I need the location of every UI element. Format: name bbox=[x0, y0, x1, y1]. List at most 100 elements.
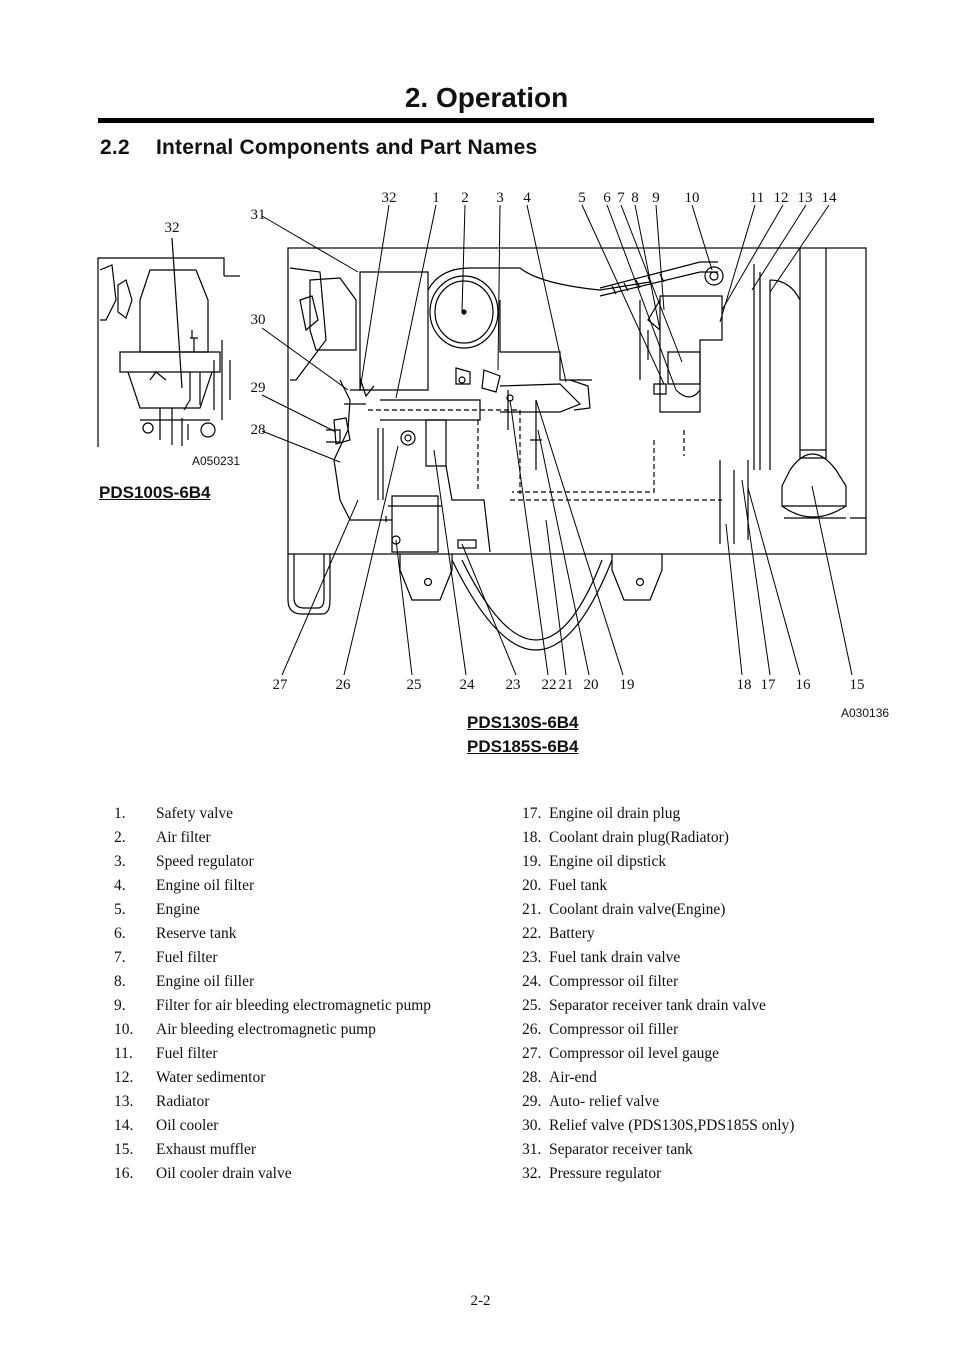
part-name: Air filter bbox=[156, 829, 211, 846]
part-name: Oil cooler bbox=[156, 1117, 219, 1134]
part-number: 5. bbox=[114, 901, 126, 918]
part-name: Compressor oil level gauge bbox=[549, 1045, 720, 1062]
part-list-item: 12.Water sedimentor bbox=[114, 1066, 431, 1090]
part-name: Water sedimentor bbox=[156, 1069, 266, 1086]
part-list-item: 25.Separator receiver tank drain valve bbox=[522, 994, 794, 1018]
callout-top-4: 4 bbox=[523, 190, 531, 206]
part-number: 20. bbox=[522, 877, 542, 894]
part-name: Fuel tank drain valve bbox=[549, 949, 681, 966]
callout-left-31: 31 bbox=[250, 207, 266, 223]
part-name: Battery bbox=[549, 925, 595, 942]
part-name: Compressor oil filler bbox=[549, 1021, 679, 1038]
callout-top-3: 3 bbox=[496, 190, 504, 206]
callout-small-32: 32 bbox=[164, 220, 180, 236]
part-list-item: 15.Exhaust muffler bbox=[114, 1138, 431, 1162]
part-list-item: 18.Coolant drain plug(Radiator) bbox=[522, 826, 794, 850]
part-number: 26. bbox=[522, 1021, 542, 1038]
part-number: 23. bbox=[522, 949, 542, 966]
part-list-item: 20.Fuel tank bbox=[522, 874, 794, 898]
part-list-item: 9.Filter for air bleeding electromagneti… bbox=[114, 994, 431, 1018]
part-list-item: 6.Reserve tank bbox=[114, 922, 431, 946]
part-number: 32. bbox=[522, 1165, 542, 1182]
part-name: Reserve tank bbox=[156, 925, 237, 942]
part-list-item: 21. Coolant drain valve(Engine) bbox=[522, 898, 794, 922]
part-number: 16. bbox=[114, 1165, 134, 1182]
part-list-item: 19. Engine oil dipstick bbox=[522, 850, 794, 874]
part-name: Pressure regulator bbox=[549, 1165, 662, 1182]
part-list-item: 2. Air filter bbox=[114, 826, 431, 850]
callout-top-9: 9 bbox=[652, 190, 660, 206]
part-list-item: 3.Speed regulator bbox=[114, 850, 431, 874]
part-number: 7. bbox=[114, 949, 126, 966]
callout-top-12: 12 bbox=[773, 190, 789, 206]
part-list-item: 4. Engine oil filter bbox=[114, 874, 431, 898]
callout-top-2: 2 bbox=[461, 190, 469, 206]
part-number: 19. bbox=[522, 853, 542, 870]
part-name: Coolant drain valve(Engine) bbox=[549, 901, 726, 918]
page-number: 2-2 bbox=[470, 1293, 491, 1309]
part-number: 15. bbox=[114, 1141, 134, 1158]
part-list-item: 22.Battery bbox=[522, 922, 794, 946]
section-number: 2.2 bbox=[100, 136, 130, 159]
part-number: 2. bbox=[114, 829, 126, 846]
part-name: Coolant drain plug(Radiator) bbox=[549, 829, 729, 846]
part-list-item: 26. Compressor oil filler bbox=[522, 1018, 794, 1042]
part-list-item: 32. Pressure regulator bbox=[522, 1162, 794, 1186]
part-list-item: 23. Fuel tank drain valve bbox=[522, 946, 794, 970]
callout-bottom-19: 19 bbox=[619, 677, 635, 693]
part-name: Engine oil filter bbox=[156, 877, 255, 894]
part-list-item: 30.Relief valve (PDS130S,PDS185S only) bbox=[522, 1114, 794, 1138]
model-label-pds100s: PDS100S-6B4 bbox=[99, 483, 211, 502]
callout-left-30: 30 bbox=[250, 312, 266, 328]
part-number: 14. bbox=[114, 1117, 134, 1134]
part-name: Engine oil dipstick bbox=[549, 853, 667, 870]
part-name: Air-end bbox=[549, 1069, 597, 1086]
callout-bottom-16: 16 bbox=[795, 677, 811, 693]
figure-code-main: A030136 bbox=[841, 706, 890, 720]
part-number: 30. bbox=[522, 1117, 542, 1134]
part-list-item: 14. Oil cooler bbox=[114, 1114, 431, 1138]
parts-list-right: 17. Engine oil drain plug 18.Coolant drain… bbox=[522, 802, 794, 1186]
callout-bottom-17: 17 bbox=[760, 677, 776, 693]
title-rule bbox=[98, 118, 874, 123]
part-name: Engine oil filler bbox=[156, 973, 255, 990]
part-number: 21. bbox=[522, 901, 542, 918]
part-list-item: 29.Auto- relief valve bbox=[522, 1090, 794, 1114]
callout-top-14: 14 bbox=[821, 190, 837, 206]
part-number: 13. bbox=[114, 1093, 134, 1110]
callout-left-29: 29 bbox=[250, 380, 266, 396]
callout-bottom-27: 27 bbox=[272, 677, 288, 693]
part-number: 9. bbox=[114, 997, 126, 1014]
part-name: Oil cooler drain valve bbox=[156, 1165, 292, 1182]
callout-top-6: 6 bbox=[603, 190, 611, 206]
part-name: Air bleeding electromagnetic pump bbox=[156, 1021, 376, 1038]
callout-bottom-22: 22 bbox=[541, 677, 557, 693]
part-list-item: 11.Fuel filter bbox=[114, 1042, 431, 1066]
callout-top-32: 32 bbox=[381, 190, 397, 206]
part-list-item: 24.Compressor oil filter bbox=[522, 970, 794, 994]
callout-bottom-21: 21 bbox=[558, 677, 574, 693]
part-number: 17. bbox=[522, 805, 542, 822]
part-name: Fuel filter bbox=[156, 1045, 218, 1062]
part-list-item: 17. Engine oil drain plug bbox=[522, 802, 794, 826]
part-name: Engine oil drain plug bbox=[549, 805, 681, 822]
callout-top-7: 7 bbox=[617, 190, 625, 206]
leader-lines bbox=[261, 204, 853, 676]
part-list-item: 28.Air-end bbox=[522, 1066, 794, 1090]
callout-bottom-23: 23 bbox=[505, 677, 521, 693]
part-list-item: 1.Safety valve bbox=[114, 802, 431, 826]
part-number: 8. bbox=[114, 973, 126, 990]
part-list-item: 31.Separator receiver tank bbox=[522, 1138, 794, 1162]
part-list-item: 5.Engine bbox=[114, 898, 431, 922]
part-number: 4. bbox=[114, 877, 126, 894]
part-number: 25. bbox=[522, 997, 542, 1014]
inset-diagram-pds100s bbox=[97, 257, 240, 447]
part-name: Speed regulator bbox=[156, 853, 254, 870]
callout-top-10: 10 bbox=[684, 190, 700, 206]
callout-top-11: 11 bbox=[749, 190, 765, 206]
part-name: Compressor oil filter bbox=[549, 973, 679, 990]
section-title: Internal Components and Part Names bbox=[156, 136, 538, 159]
callout-bottom-20: 20 bbox=[583, 677, 599, 693]
part-number: 29. bbox=[522, 1093, 542, 1110]
part-list-item: 8. Engine oil filler bbox=[114, 970, 431, 994]
